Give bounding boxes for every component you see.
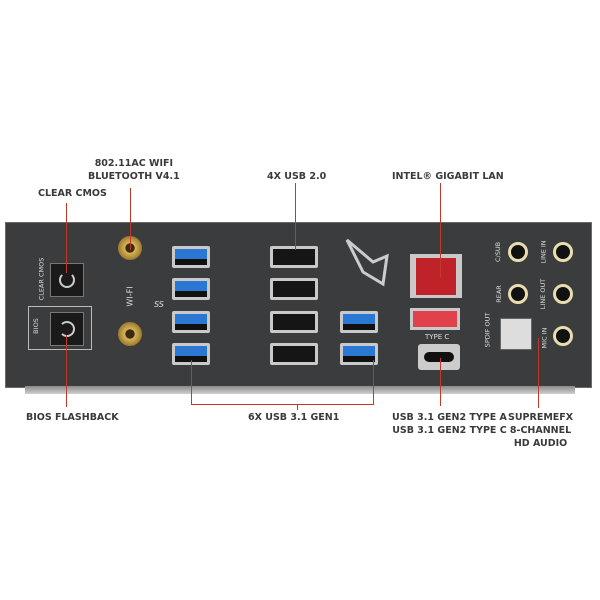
csub-text: C/SUB (494, 241, 503, 263)
reset-icon (59, 272, 75, 288)
audio-jack-mic-in (553, 326, 573, 346)
callout-line (191, 360, 192, 405)
callout-line (440, 183, 441, 278)
label-audio-line1: SUPREMEFX (508, 412, 574, 423)
line-out-text: LINE OUT (539, 278, 548, 310)
callout-line (538, 338, 539, 408)
audio-jack-csub (508, 242, 528, 262)
audio-jack-rear (508, 284, 528, 304)
panel-bottom-lip (25, 386, 575, 394)
label-clear-cmos: CLEAR CMOS (38, 188, 107, 199)
callout-line (191, 404, 374, 405)
rog-logo-icon (345, 238, 389, 287)
clear-cmos-text: CLEAR CMOS (37, 257, 46, 301)
usb31-gen1-port (172, 246, 210, 268)
usb2-port (270, 343, 318, 365)
callout-line (297, 404, 298, 410)
label-gen2-c: USB 3.1 GEN2 TYPE C (392, 425, 507, 436)
clear-cmos-button[interactable] (50, 263, 84, 297)
wifi-antenna-connector (118, 322, 142, 346)
callout-line (295, 183, 296, 250)
usb31-gen2-type-c-port (418, 344, 460, 370)
label-usb31-gen1: 6X USB 3.1 GEN1 (248, 412, 340, 423)
bios-text: BIOS (31, 318, 40, 334)
usb2-port (270, 311, 318, 333)
mic-in-text: MIC IN (540, 327, 549, 349)
label-gen2: USB 3.1 GEN2 TYPE A USB 3.1 GEN2 TYPE C (392, 411, 507, 437)
callout-line (440, 358, 441, 406)
label-wifi-line2: BLUETOOTH V4.1 (88, 171, 180, 182)
bios-flashback-box (28, 306, 92, 350)
label-wifi: 802.11AC WIFI BLUETOOTH V4.1 (88, 157, 180, 183)
callout-line (66, 335, 67, 407)
label-audio: SUPREMEFX 8-CHANNEL HD AUDIO (508, 411, 573, 450)
label-audio-line2: 8-CHANNEL (509, 425, 572, 436)
rear-text: REAR (494, 285, 503, 303)
usb2-port (270, 278, 318, 300)
ss-usb-logo: SS (154, 300, 164, 309)
audio-jack-line-in (553, 242, 573, 262)
label-wifi-line1: 802.11AC WIFI (94, 158, 174, 169)
flashback-icon (59, 321, 75, 337)
spdif-out-port (500, 318, 532, 350)
usb31-gen1-port (172, 311, 210, 333)
label-audio-line3: HD AUDIO (513, 438, 568, 449)
label-usb2: 4X USB 2.0 (267, 171, 327, 182)
label-lan: INTEL® GIGABIT LAN (392, 171, 504, 182)
usb31-gen1-port (172, 343, 210, 365)
usb31-gen1-port (172, 278, 210, 300)
callout-line (373, 360, 374, 405)
label-bios-flashback: BIOS FLASHBACK (26, 412, 119, 423)
usb31-gen1-port (340, 343, 378, 365)
bios-flashback-button[interactable] (50, 312, 84, 346)
callout-line (130, 188, 131, 250)
audio-jack-line-out (553, 284, 573, 304)
usb31-gen1-port (340, 311, 378, 333)
type-c-text: TYPE C (425, 333, 450, 341)
wifi-text: WI-FI (125, 286, 135, 307)
line-in-text: LINE IN (539, 240, 548, 264)
ethernet-port (410, 254, 462, 298)
usb31-gen2-type-a-port (410, 308, 460, 330)
label-gen2-a: USB 3.1 GEN2 TYPE A (392, 412, 507, 423)
usb2-port (270, 246, 318, 268)
callout-line (66, 203, 67, 273)
spdif-text: SPDIF OUT (483, 312, 492, 348)
